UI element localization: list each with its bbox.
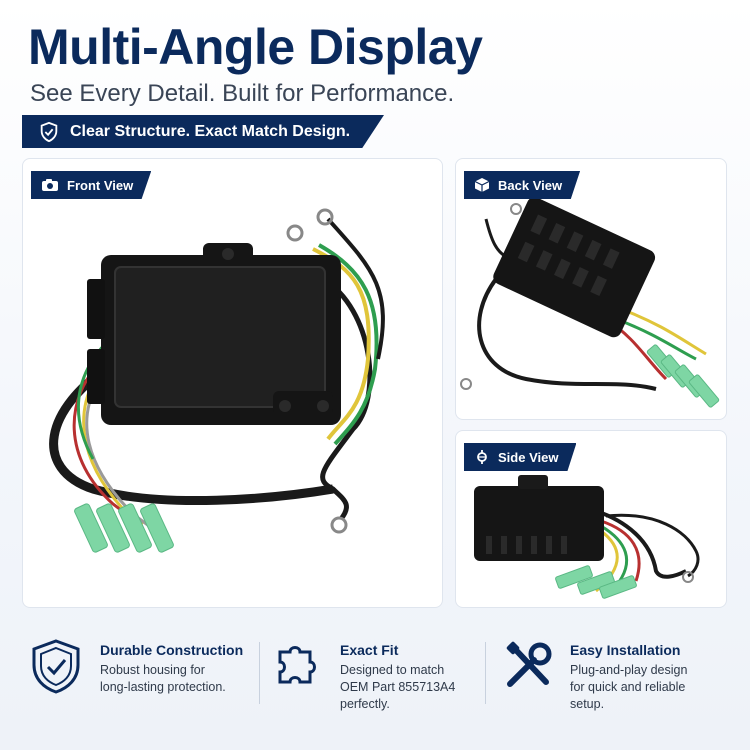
tools-icon [506, 641, 552, 687]
tag-front-view: Front View [31, 171, 152, 199]
feature-durable: Durable Construction Robust housing for … [30, 628, 258, 728]
banner-text: Clear Structure. Exact Match Design. [70, 122, 351, 140]
tag-back-view: Back View [464, 171, 581, 199]
side-view-panel: Side View [455, 430, 727, 608]
feature-title: Durable Construction [100, 642, 244, 658]
feature-banner: Clear Structure. Exact Match Design. [22, 115, 384, 148]
front-view-panel: Front View [22, 158, 443, 608]
page-title: Multi-Angle Display [28, 19, 483, 75]
feature-description: Plug-and-play design for quick and relia… [570, 663, 688, 711]
tag-front-label: Front View [67, 177, 134, 193]
feature-description: Designed to match OEM Part 855713A4 perf… [340, 663, 456, 711]
page-subtitle: See Every Detail. Built for Performance. [30, 80, 455, 107]
features-row: Durable Construction Robust housing for … [0, 628, 750, 738]
feature-description: Robust housing for long-lasting protecti… [100, 663, 226, 694]
feature-title: Easy Installation [570, 642, 681, 658]
camera-icon [42, 179, 58, 191]
back-view-panel: Back View [455, 158, 727, 420]
shield-check-icon [32, 639, 80, 694]
feature-exact-fit: Exact Fit Designed to match OEM Part 855… [270, 628, 480, 728]
tag-side-label: Side View [498, 449, 559, 465]
side-view-icon [477, 450, 487, 464]
feature-title: Exact Fit [340, 642, 399, 658]
divider [485, 642, 486, 704]
front-view-photo [49, 208, 385, 553]
tag-side-view: Side View [464, 443, 577, 471]
tag-back-label: Back View [498, 177, 563, 193]
shield-check-icon [40, 121, 58, 142]
back-view-photo [460, 197, 720, 408]
box-icon [474, 178, 490, 192]
side-view-photo [474, 475, 700, 599]
puzzle-icon [278, 646, 316, 684]
divider [259, 642, 260, 704]
feature-easy-install: Easy Installation Plug-and-play design f… [500, 628, 730, 728]
